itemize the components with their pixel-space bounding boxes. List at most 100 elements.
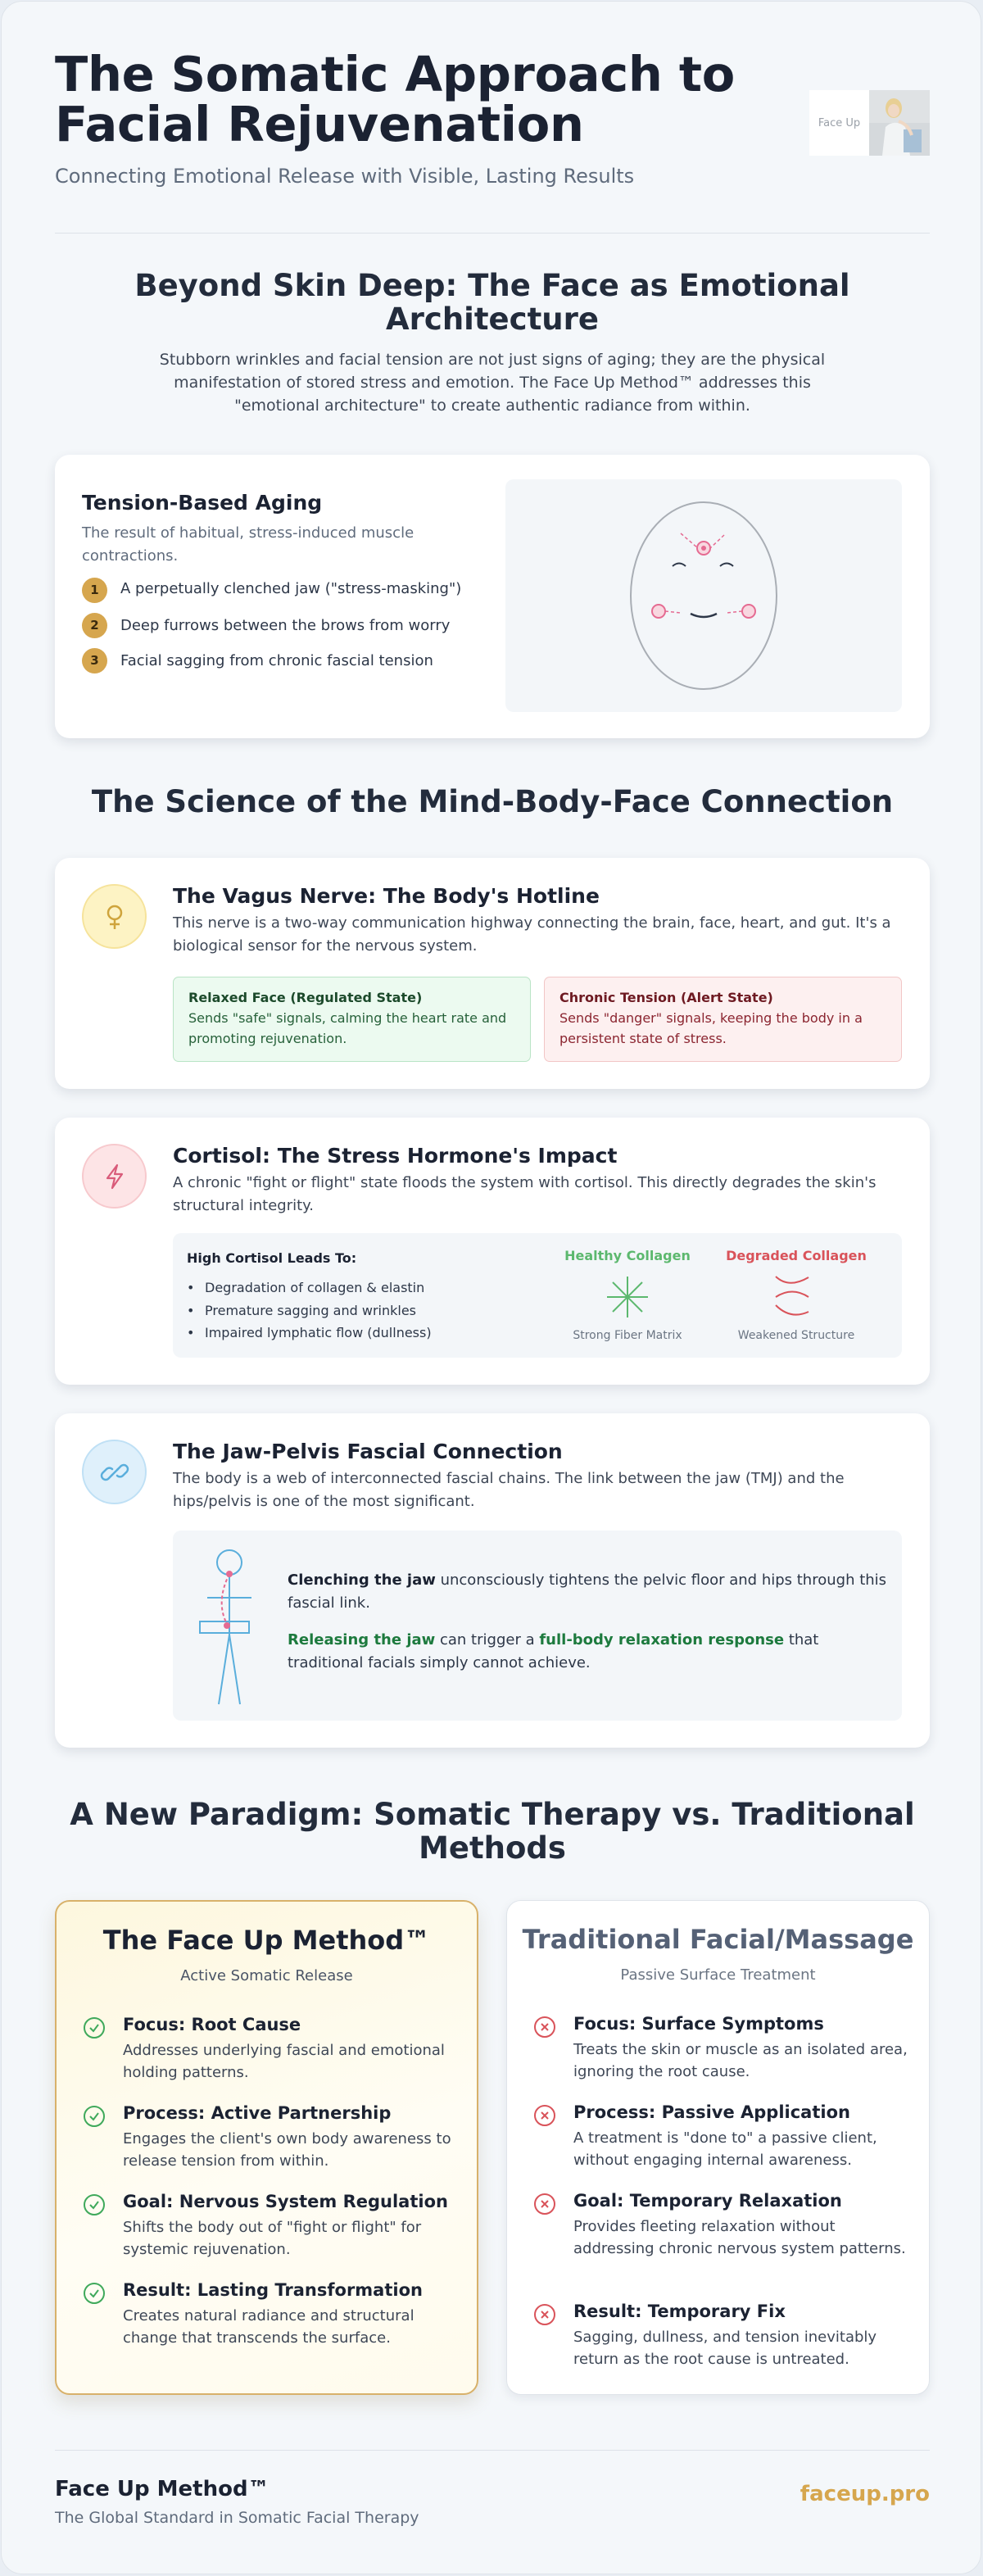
tension-aging-card: Tension-Based Aging The result of habitu… — [55, 455, 930, 738]
number-badge: 3 — [82, 648, 107, 673]
relaxed-state-title: Relaxed Face (Regulated State) — [188, 990, 423, 1005]
relaxed-state-desc: Sends "safe" signals, calming the heart … — [188, 1010, 507, 1046]
face-up-method-tag: Active Somatic Release — [180, 1967, 353, 1984]
release-jaw-text: Releasing the jaw can trigger a full-bod… — [288, 1629, 890, 1675]
item-desc: Shifts the body out of "fight or flight"… — [123, 2219, 422, 2258]
item-title: Process: Passive Application — [573, 2102, 850, 2122]
list-item-text: Deep furrows between the brows from worr… — [120, 617, 451, 634]
traditional-method-tag: Passive Surface Treatment — [620, 1966, 816, 1984]
list-item: Degradation of collagen & elastin — [187, 1277, 432, 1299]
jaw-pelvis-title: The Jaw-Pelvis Fascial Connection — [173, 1440, 563, 1463]
cortisol-effects-title: High Cortisol Leads To: — [187, 1250, 357, 1266]
face-diagram-panel — [505, 479, 902, 712]
footer-website-link[interactable]: faceup.pro — [800, 2482, 930, 2506]
face-up-method-card: The Face Up Method™ Active Somatic Relea… — [55, 1900, 478, 2395]
traditional-method-card: Traditional Facial/Massage Passive Surfa… — [506, 1900, 930, 2395]
list-item: Premature sagging and wrinkles — [187, 1299, 432, 1322]
clench-jaw-bold: Clenching the jaw — [288, 1571, 436, 1589]
clench-jaw-text: Clenching the jaw unconsciously tightens… — [288, 1569, 890, 1615]
jaw-pelvis-detail-box: Clenching the jaw unconsciously tightens… — [173, 1531, 902, 1721]
model-photo — [869, 90, 930, 156]
x-circle-icon — [534, 2193, 555, 2215]
female-symbol-icon — [82, 884, 147, 949]
tension-aging-lead: The result of habitual, stress-induced m… — [82, 524, 414, 565]
list-item: 3 Facial sagging from chronic fascial te… — [82, 648, 467, 673]
item-title: Goal: Temporary Relaxation — [573, 2191, 842, 2211]
release-jaw-bold: Releasing the jaw — [288, 1631, 436, 1649]
page-header: The Somatic Approach to Facial Rejuvenat… — [55, 49, 930, 234]
list-item: 1 A perpetually clenched jaw ("stress-ma… — [82, 578, 467, 603]
item-desc: Engages the client's own body awareness … — [123, 2130, 451, 2170]
check-circle-icon — [84, 2017, 105, 2039]
tension-aging-title: Tension-Based Aging — [82, 491, 323, 515]
cortisol-desc: A chronic "fight or flight" state floods… — [173, 1174, 877, 1214]
body-figure-illustration — [199, 1549, 251, 1705]
tension-state-title: Chronic Tension (Alert State) — [559, 990, 773, 1005]
relaxation-response-highlight: full-body relaxation response — [539, 1631, 785, 1649]
page-title-line1: The Somatic Approach to — [55, 46, 735, 102]
item-title: Focus: Surface Symptoms — [573, 2014, 824, 2034]
x-circle-icon — [534, 2016, 555, 2038]
jaw-pelvis-desc: The body is a web of interconnected fasc… — [173, 1470, 845, 1510]
intro-text: Stubborn wrinkles and facial tension are… — [159, 351, 826, 415]
item-title: Focus: Root Cause — [123, 2015, 301, 2034]
link-icon — [82, 1440, 147, 1504]
cortisol-effects-box: High Cortisol Leads To: Degradation of c… — [173, 1233, 902, 1358]
clench-jaw-rest: unconsciously tightens the pelvic floor … — [288, 1571, 887, 1612]
lightning-icon — [82, 1144, 147, 1209]
list-item-text: Facial sagging from chronic fascial tens… — [120, 652, 433, 669]
item-desc: A treatment is "done to" a passive clien… — [573, 2129, 877, 2169]
footer-brand: Face Up Method™ — [55, 2477, 270, 2501]
tension-face-illustration — [630, 501, 777, 690]
list-item: 2 Deep furrows between the brows from wo… — [82, 613, 467, 638]
item-desc: Treats the skin or muscle as an isolated… — [573, 2041, 908, 2080]
logo-text: Face Up — [818, 116, 861, 129]
footer-tagline: The Global Standard in Somatic Facial Th… — [55, 2509, 419, 2527]
relaxed-state-box: Relaxed Face (Regulated State) Sends "sa… — [173, 977, 531, 1062]
page-title: The Somatic Approach to Facial Rejuvenat… — [55, 49, 930, 149]
list-item-text: A perpetually clenched jaw ("stress-mask… — [120, 580, 462, 597]
item-title: Result: Lasting Transformation — [123, 2280, 423, 2300]
traditional-method-title: Traditional Facial/Massage — [522, 1924, 914, 1955]
tension-aging-list: 1 A perpetually clenched jaw ("stress-ma… — [82, 578, 467, 685]
brand-logo: Face Up — [809, 90, 930, 156]
number-badge: 2 — [82, 613, 107, 638]
check-circle-icon — [84, 2194, 105, 2215]
item-title: Process: Active Partnership — [123, 2103, 392, 2123]
intro-title: Beyond Skin Deep: The Face as Emotional … — [134, 268, 850, 337]
item-desc: Sagging, dullness, and tension inevitabl… — [573, 2329, 877, 2368]
page-subtitle: Connecting Emotional Release with Visibl… — [55, 165, 635, 188]
face-up-method-title: The Face Up Method™ — [102, 1925, 431, 1956]
degraded-collagen-label: Degraded Collagen — [726, 1248, 867, 1263]
list-item: Impaired lymphatic flow (dullness) — [187, 1322, 432, 1345]
healthy-collagen-caption: Strong Fiber Matrix — [573, 1329, 682, 1342]
cortisol-title: Cortisol: The Stress Hormone's Impact — [173, 1144, 618, 1168]
cortisol-card: Cortisol: The Stress Hormone's Impact A … — [55, 1118, 930, 1385]
vagus-nerve-card: The Vagus Nerve: The Body's Hotline This… — [55, 858, 930, 1089]
degraded-collagen-icon — [775, 1276, 809, 1316]
paradigm-title: A New Paradigm: Somatic Therapy vs. Trad… — [70, 1797, 915, 1866]
cortisol-effects-list: Degradation of collagen & elastin Premat… — [187, 1277, 432, 1345]
vagus-nerve-title: The Vagus Nerve: The Body's Hotline — [173, 884, 600, 908]
healthy-collagen-label: Healthy Collagen — [564, 1248, 691, 1263]
healthy-collagen-icon — [607, 1277, 648, 1317]
item-title: Result: Temporary Fix — [573, 2302, 786, 2321]
x-circle-icon — [534, 2105, 555, 2126]
tension-state-desc: Sends "danger" signals, keeping the body… — [559, 1010, 863, 1046]
item-title: Goal: Nervous System Regulation — [123, 2192, 448, 2211]
release-jaw-mid: can trigger a — [435, 1631, 540, 1649]
vagus-nerve-desc: This nerve is a two-way communication hi… — [173, 914, 891, 955]
x-circle-icon — [534, 2304, 555, 2325]
check-circle-icon — [84, 2106, 105, 2127]
tension-state-box: Chronic Tension (Alert State) Sends "dan… — [544, 977, 902, 1062]
item-desc: Creates natural radiance and structural … — [123, 2307, 414, 2347]
item-desc: Provides fleeting relaxation without add… — [573, 2218, 906, 2257]
jaw-pelvis-card: The Jaw-Pelvis Fascial Connection The bo… — [55, 1413, 930, 1748]
science-title: The Science of the Mind-Body-Face Connec… — [91, 784, 894, 819]
release-jaw-end: that traditional facials simply cannot a… — [288, 1631, 819, 1671]
check-circle-icon — [84, 2283, 105, 2304]
page-footer: Face Up Method™ The Global Standard in S… — [55, 2450, 930, 2548]
page-title-line2: Facial Rejuvenation — [55, 96, 584, 152]
degraded-collagen-caption: Weakened Structure — [737, 1329, 855, 1342]
